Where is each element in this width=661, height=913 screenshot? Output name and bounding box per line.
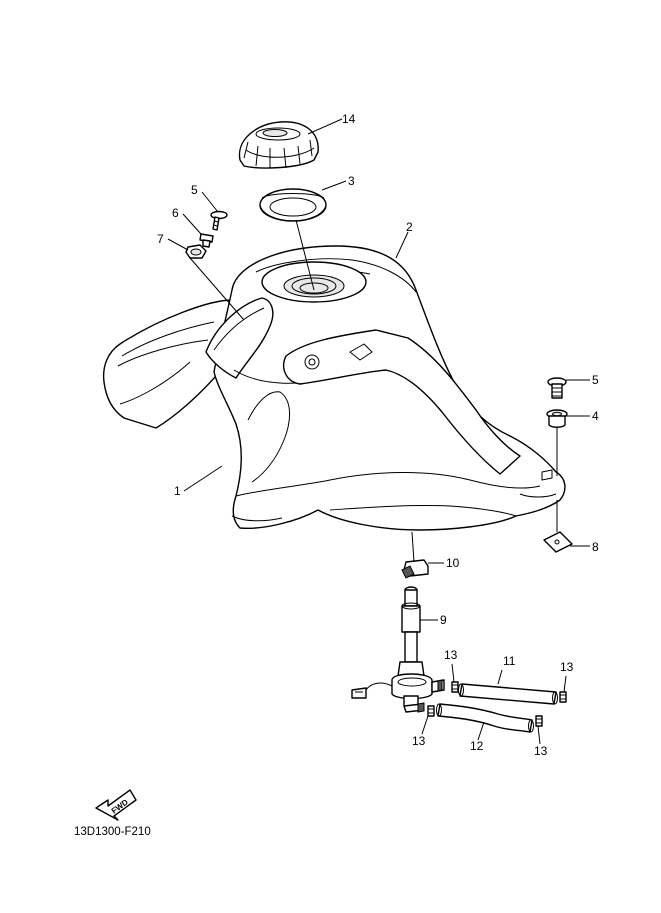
hose-clamp-13a — [451, 681, 459, 693]
callout-13-bottom-right: 13 — [534, 744, 548, 758]
callout-5-right: 5 — [592, 373, 599, 387]
callout-10: 10 — [446, 556, 460, 570]
callout-13-top-left: 13 — [444, 648, 458, 662]
cap-seal-ring — [259, 188, 327, 222]
leader-lines — [167, 118, 590, 745]
screw-5-right — [547, 377, 567, 399]
nut-7 — [185, 244, 207, 259]
collar-4 — [546, 409, 568, 428]
callout-12: 12 — [470, 739, 484, 753]
screw-5-left — [210, 210, 228, 231]
callout-9: 9 — [440, 613, 447, 627]
callout-5-left: 5 — [191, 183, 198, 197]
fuel-tank — [102, 245, 566, 531]
callout-13-bottom-left: 13 — [412, 734, 426, 748]
fuel-cock-lever-10 — [401, 559, 429, 579]
callout-13-top-right: 13 — [560, 660, 574, 674]
callout-2: 2 — [406, 220, 413, 234]
fwd-arrow-icon: FWD — [95, 789, 137, 821]
callout-1: 1 — [174, 484, 181, 498]
hose-clamp-13c — [427, 705, 435, 717]
callout-11: 11 — [503, 654, 516, 668]
callout-numbers: 14 3 5 6 7 2 5 4 1 8 10 9 13 11 13 13 12… — [157, 112, 599, 758]
fuel-cap — [238, 121, 319, 169]
callout-6: 6 — [172, 206, 179, 220]
callout-4: 4 — [592, 409, 599, 423]
callout-7: 7 — [157, 232, 164, 246]
callout-8: 8 — [592, 540, 599, 554]
fuel-cock-body — [351, 661, 445, 713]
drawing-code: 13D1300-F210 — [74, 826, 151, 838]
hose-clamp-13b — [559, 691, 567, 703]
hose-12 — [436, 703, 534, 733]
clip-8 — [543, 531, 573, 553]
callout-3: 3 — [348, 174, 355, 188]
callout-14: 14 — [342, 112, 356, 126]
hose-11 — [458, 683, 558, 705]
hose-clamp-13d — [535, 715, 543, 727]
collar-6 — [199, 233, 214, 248]
fuel-strainer-9 — [401, 586, 421, 663]
